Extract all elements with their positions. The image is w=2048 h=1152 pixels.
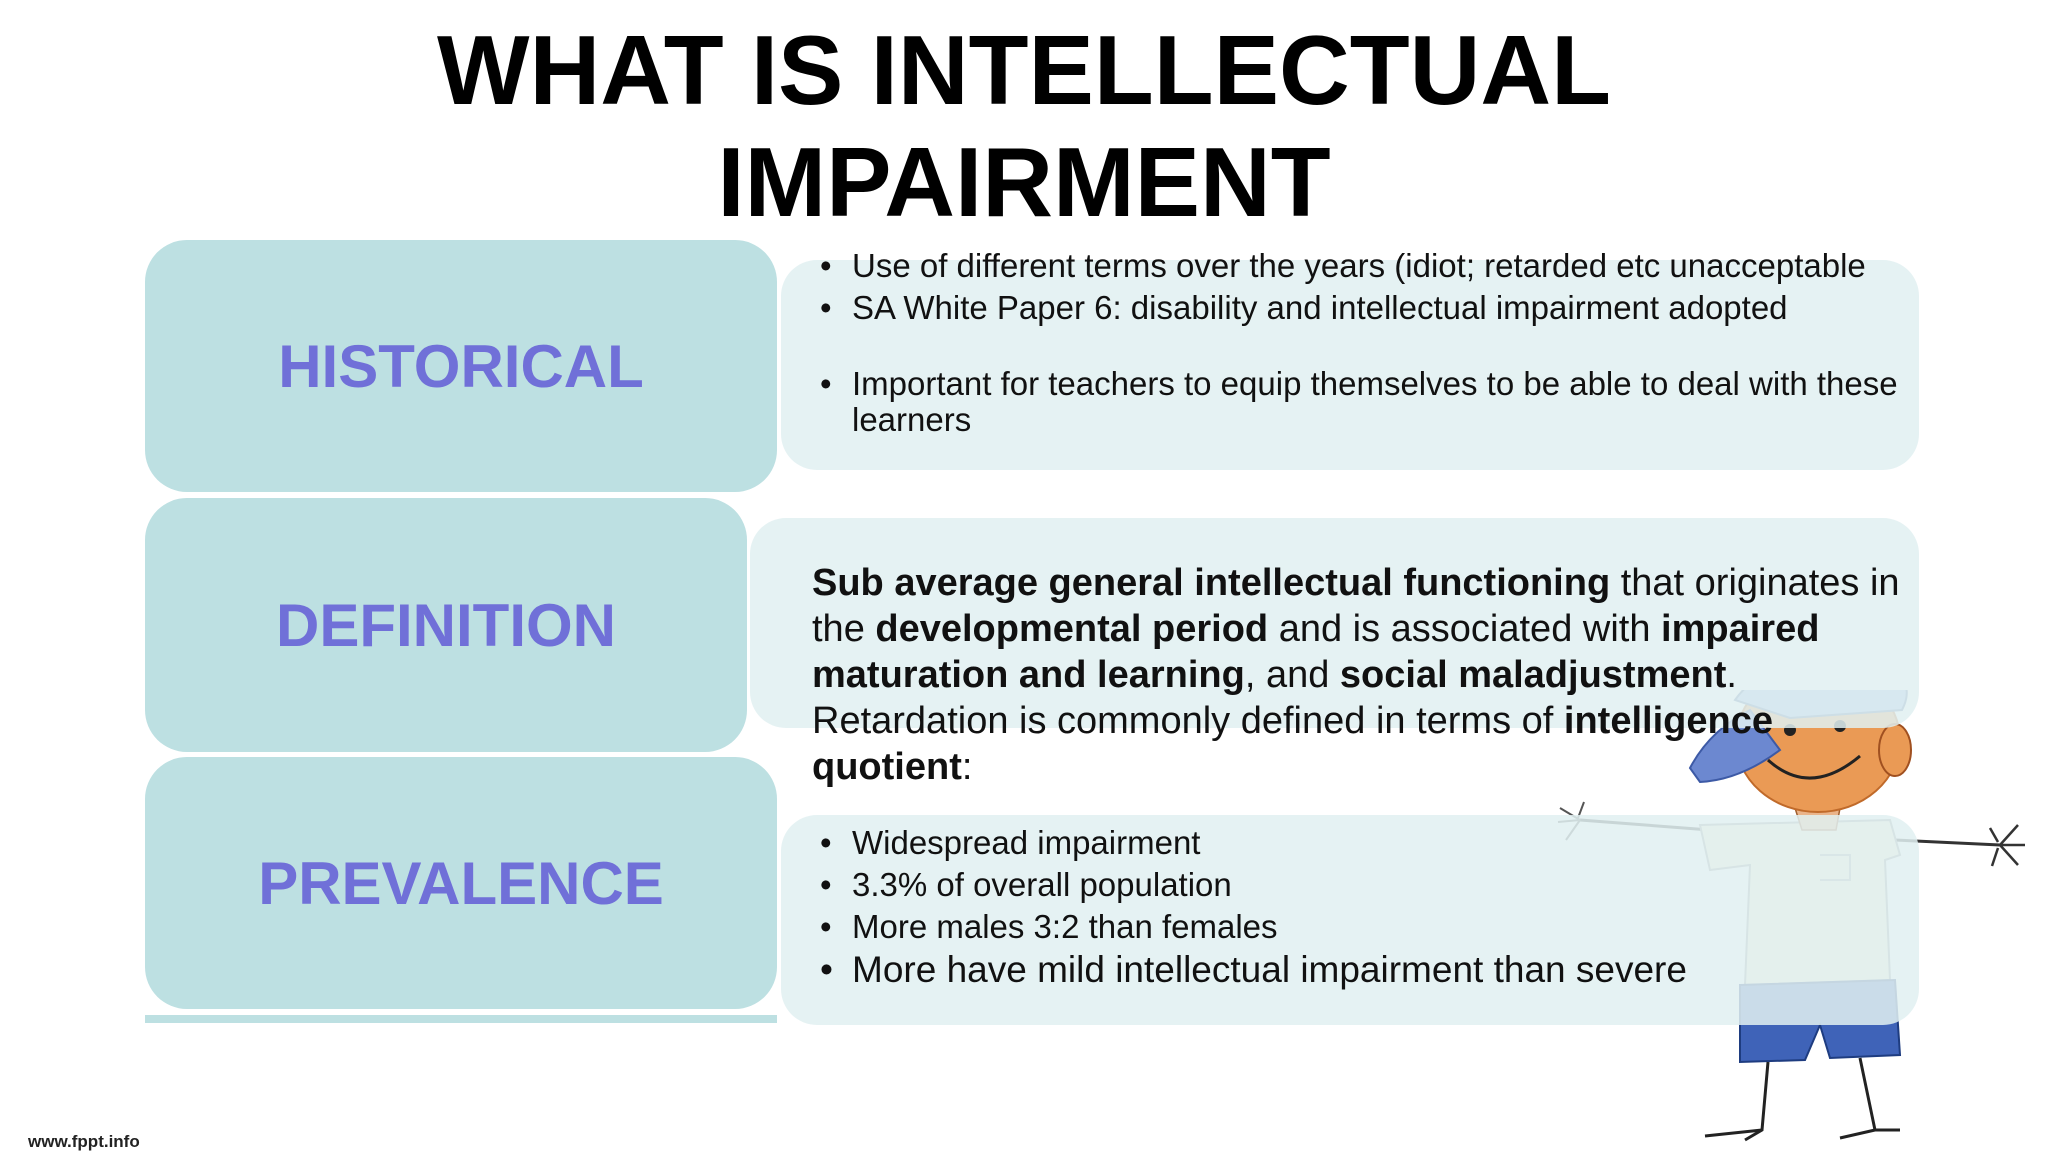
historical-bullet-list: Use of different terms over the years (i… (820, 248, 1900, 444)
list-item: Widespread impairment (820, 822, 1920, 864)
left-divider (145, 1015, 777, 1023)
definition-text: Sub average general intellectual functio… (812, 560, 1932, 790)
list-item: SA White Paper 6: disability and intelle… (820, 290, 1900, 327)
title-line-1: WHAT IS INTELLECTUAL (436, 15, 1612, 125)
title-line-2: IMPAIRMENT (717, 127, 1331, 237)
list-item: More have mild intellectual impairment t… (820, 948, 1920, 992)
definition-text-2: and is associated with (1268, 608, 1662, 650)
definition-text-4: . Retardation is commonly defined in ter… (812, 654, 1737, 742)
slide-title: WHAT IS INTELLECTUAL IMPAIRMENT (0, 14, 2048, 238)
list-item: Use of different terms over the years (i… (820, 248, 1900, 285)
definition-term-1: Sub average general intellectual functio… (812, 562, 1611, 604)
definition-text-1: that originates in the (812, 562, 1900, 650)
definition-term-4: social maladjustment (1339, 654, 1727, 696)
historical-heading-box: HISTORICAL (145, 240, 777, 492)
prevalence-bullet-list: Widespread impairment 3.3% of overall po… (820, 822, 1920, 992)
definition-term-3: impaired maturation and learning (812, 608, 1820, 696)
footer-site-link[interactable]: www.fppt.info (28, 1132, 140, 1151)
definition-text-3: , and (1244, 654, 1340, 696)
definition-term-5: intelligence quotient (812, 700, 1773, 788)
definition-heading-box: DEFINITION (145, 498, 747, 752)
definition-text-5: : (961, 746, 973, 788)
historical-heading: HISTORICAL (278, 332, 644, 400)
definition-term-2: developmental period (875, 608, 1269, 650)
prevalence-heading: PREVALENCE (258, 849, 664, 917)
list-item: More males 3:2 than females (820, 906, 1920, 948)
definition-heading: DEFINITION (276, 591, 616, 659)
prevalence-heading-box: PREVALENCE (145, 757, 777, 1009)
list-item: Important for teachers to equip themselv… (820, 366, 1900, 438)
list-item: 3.3% of overall population (820, 864, 1920, 906)
definition-panel (750, 518, 1919, 728)
